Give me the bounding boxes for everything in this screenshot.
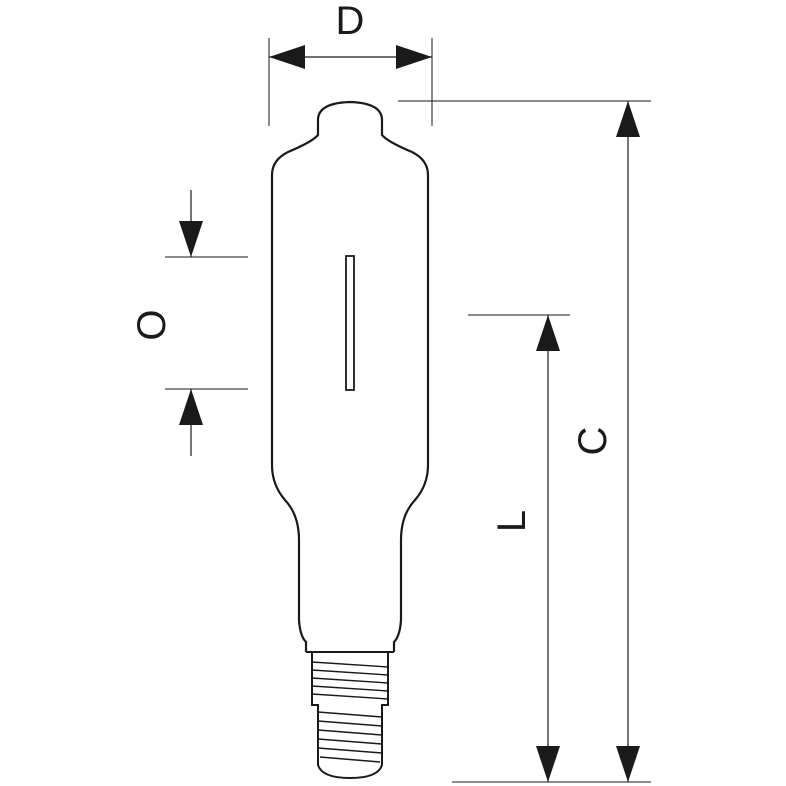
l-arrow-bottom (536, 746, 560, 782)
d-arrow-left (269, 45, 305, 69)
lamp-bulb-outline (270, 100, 430, 652)
c-arrow-top (616, 101, 640, 137)
dimension-c: C (398, 100, 651, 783)
dimension-o: O (130, 190, 248, 456)
d-label: D (336, 0, 365, 43)
c-arrow-bottom (616, 746, 640, 782)
o-arrow-top (179, 221, 203, 257)
d-arrow-right (396, 45, 432, 69)
dimension-l: L (468, 314, 570, 782)
screw-threads (311, 661, 389, 763)
c-label: C (571, 427, 615, 456)
l-arrow-top (536, 315, 560, 351)
lamp (270, 100, 430, 780)
arc-tube (345, 255, 355, 391)
base-outline (306, 651, 394, 780)
o-arrow-bottom (179, 389, 203, 425)
lamp-screw-base (306, 651, 394, 780)
l-label: L (490, 510, 534, 532)
dimension-d: D (268, 0, 433, 126)
o-label: O (130, 309, 174, 340)
